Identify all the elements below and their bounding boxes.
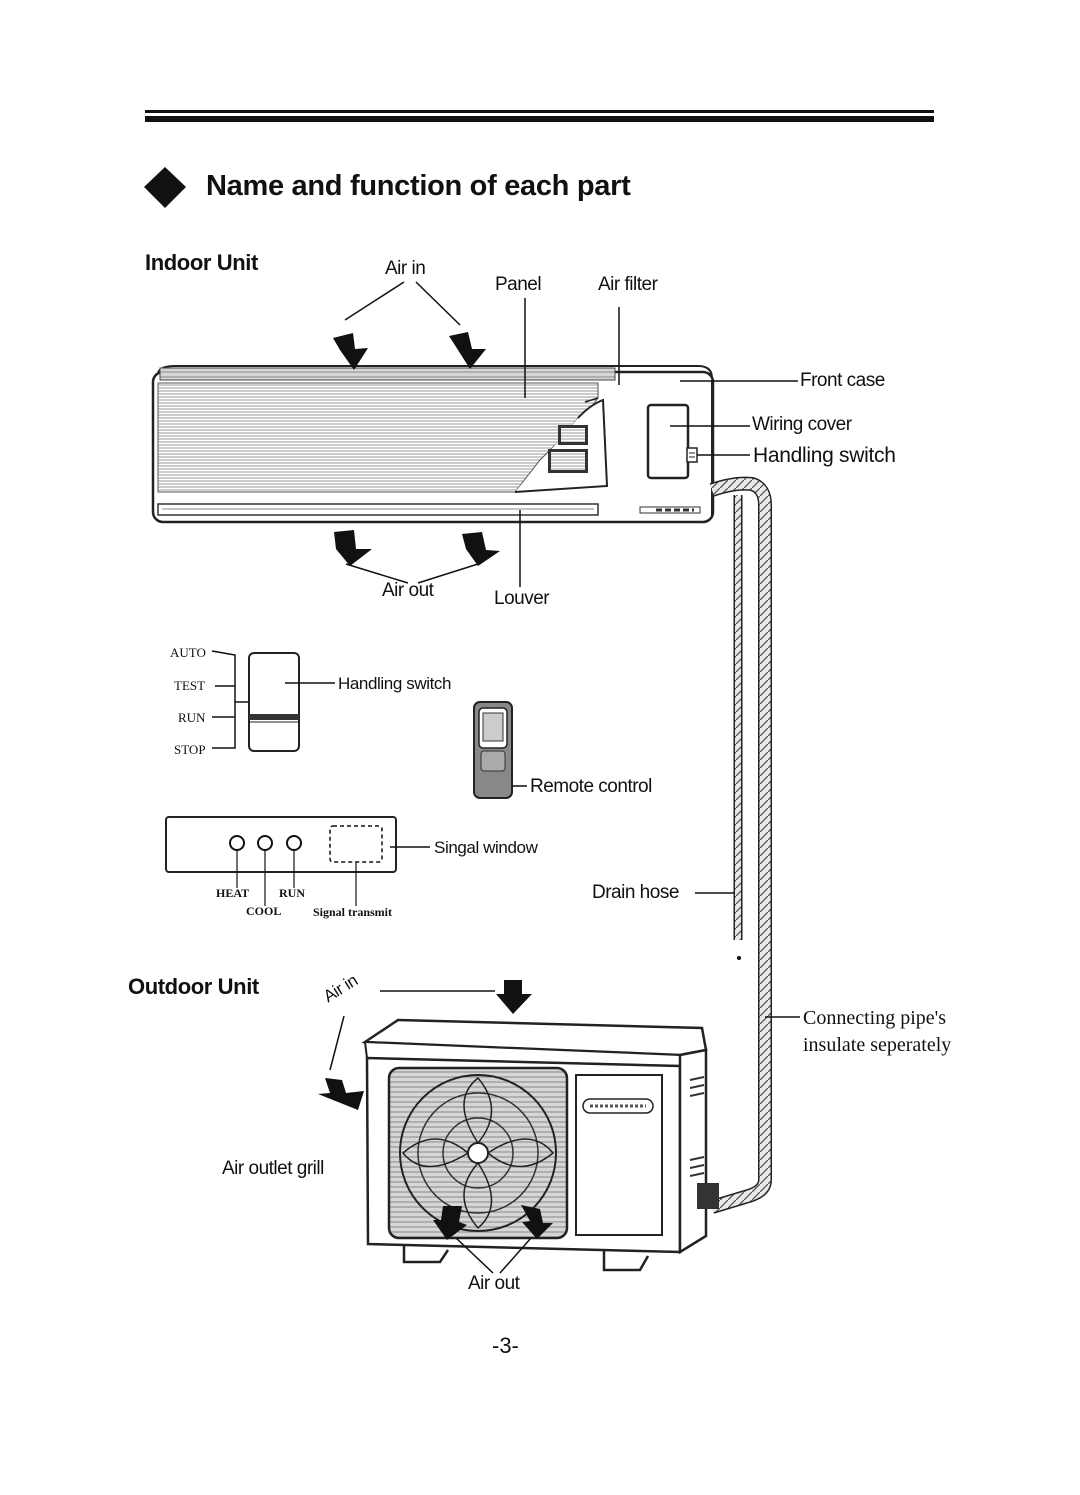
air-in-arrow-icon	[333, 332, 486, 370]
air-out-arrow-icon	[334, 530, 500, 566]
switch-position-run: RUN	[178, 710, 206, 725]
handling-switch-label: Handling switch	[753, 444, 896, 467]
heat-indicator-label: HEAT	[216, 886, 250, 900]
handling-switch-detail	[211, 650, 335, 752]
outdoor-air-in-arrow-icon	[318, 980, 532, 1110]
cool-indicator-label: COOL	[246, 904, 282, 918]
remote-control-label: Remote control	[530, 776, 652, 797]
switch-position-stop: STOP	[174, 742, 206, 757]
indoor-unit	[151, 365, 715, 524]
front-case-label: Front case	[800, 370, 885, 391]
connecting-pipe-label-line2: insulate seperately	[803, 1034, 952, 1056]
indoor-air-in-label: Air in	[385, 258, 426, 279]
section-title: Name and function of each part	[206, 170, 631, 202]
outdoor-unit-heading: Outdoor Unit	[128, 974, 259, 999]
wiring-cover-label: Wiring cover	[752, 414, 852, 435]
panel-label: Panel	[495, 274, 542, 295]
signal-transmit-label: Signal transmit	[313, 905, 393, 919]
header-rule	[145, 110, 934, 122]
outdoor-air-out-arrow-icon	[433, 1205, 553, 1240]
outdoor-unit	[361, 1018, 719, 1272]
connecting-pipe-label-line1: Connecting pipe's	[803, 1007, 947, 1029]
diamond-bullet-icon	[144, 167, 186, 208]
air-filter-label: Air filter	[598, 274, 658, 295]
signal-window-label: Singal window	[434, 838, 538, 857]
indoor-air-out-label: Air out	[382, 580, 434, 601]
remote-control	[473, 701, 527, 799]
louver-label: Louver	[494, 588, 550, 609]
connecting-pipe	[709, 476, 772, 1214]
indoor-unit-heading: Indoor Unit	[145, 250, 258, 275]
switch-detail-label: Handling switch	[338, 674, 452, 693]
air-outlet-grill-label: Air outlet grill	[222, 1158, 324, 1179]
switch-position-test: TEST	[174, 678, 206, 693]
drain-hose-label: Drain hose	[592, 882, 679, 903]
page-number: -3-	[492, 1333, 519, 1358]
run-indicator-label: RUN	[279, 886, 305, 900]
display-panel	[165, 816, 430, 906]
switch-position-auto: AUTO	[170, 645, 206, 660]
outdoor-air-out-label: Air out	[468, 1273, 520, 1294]
